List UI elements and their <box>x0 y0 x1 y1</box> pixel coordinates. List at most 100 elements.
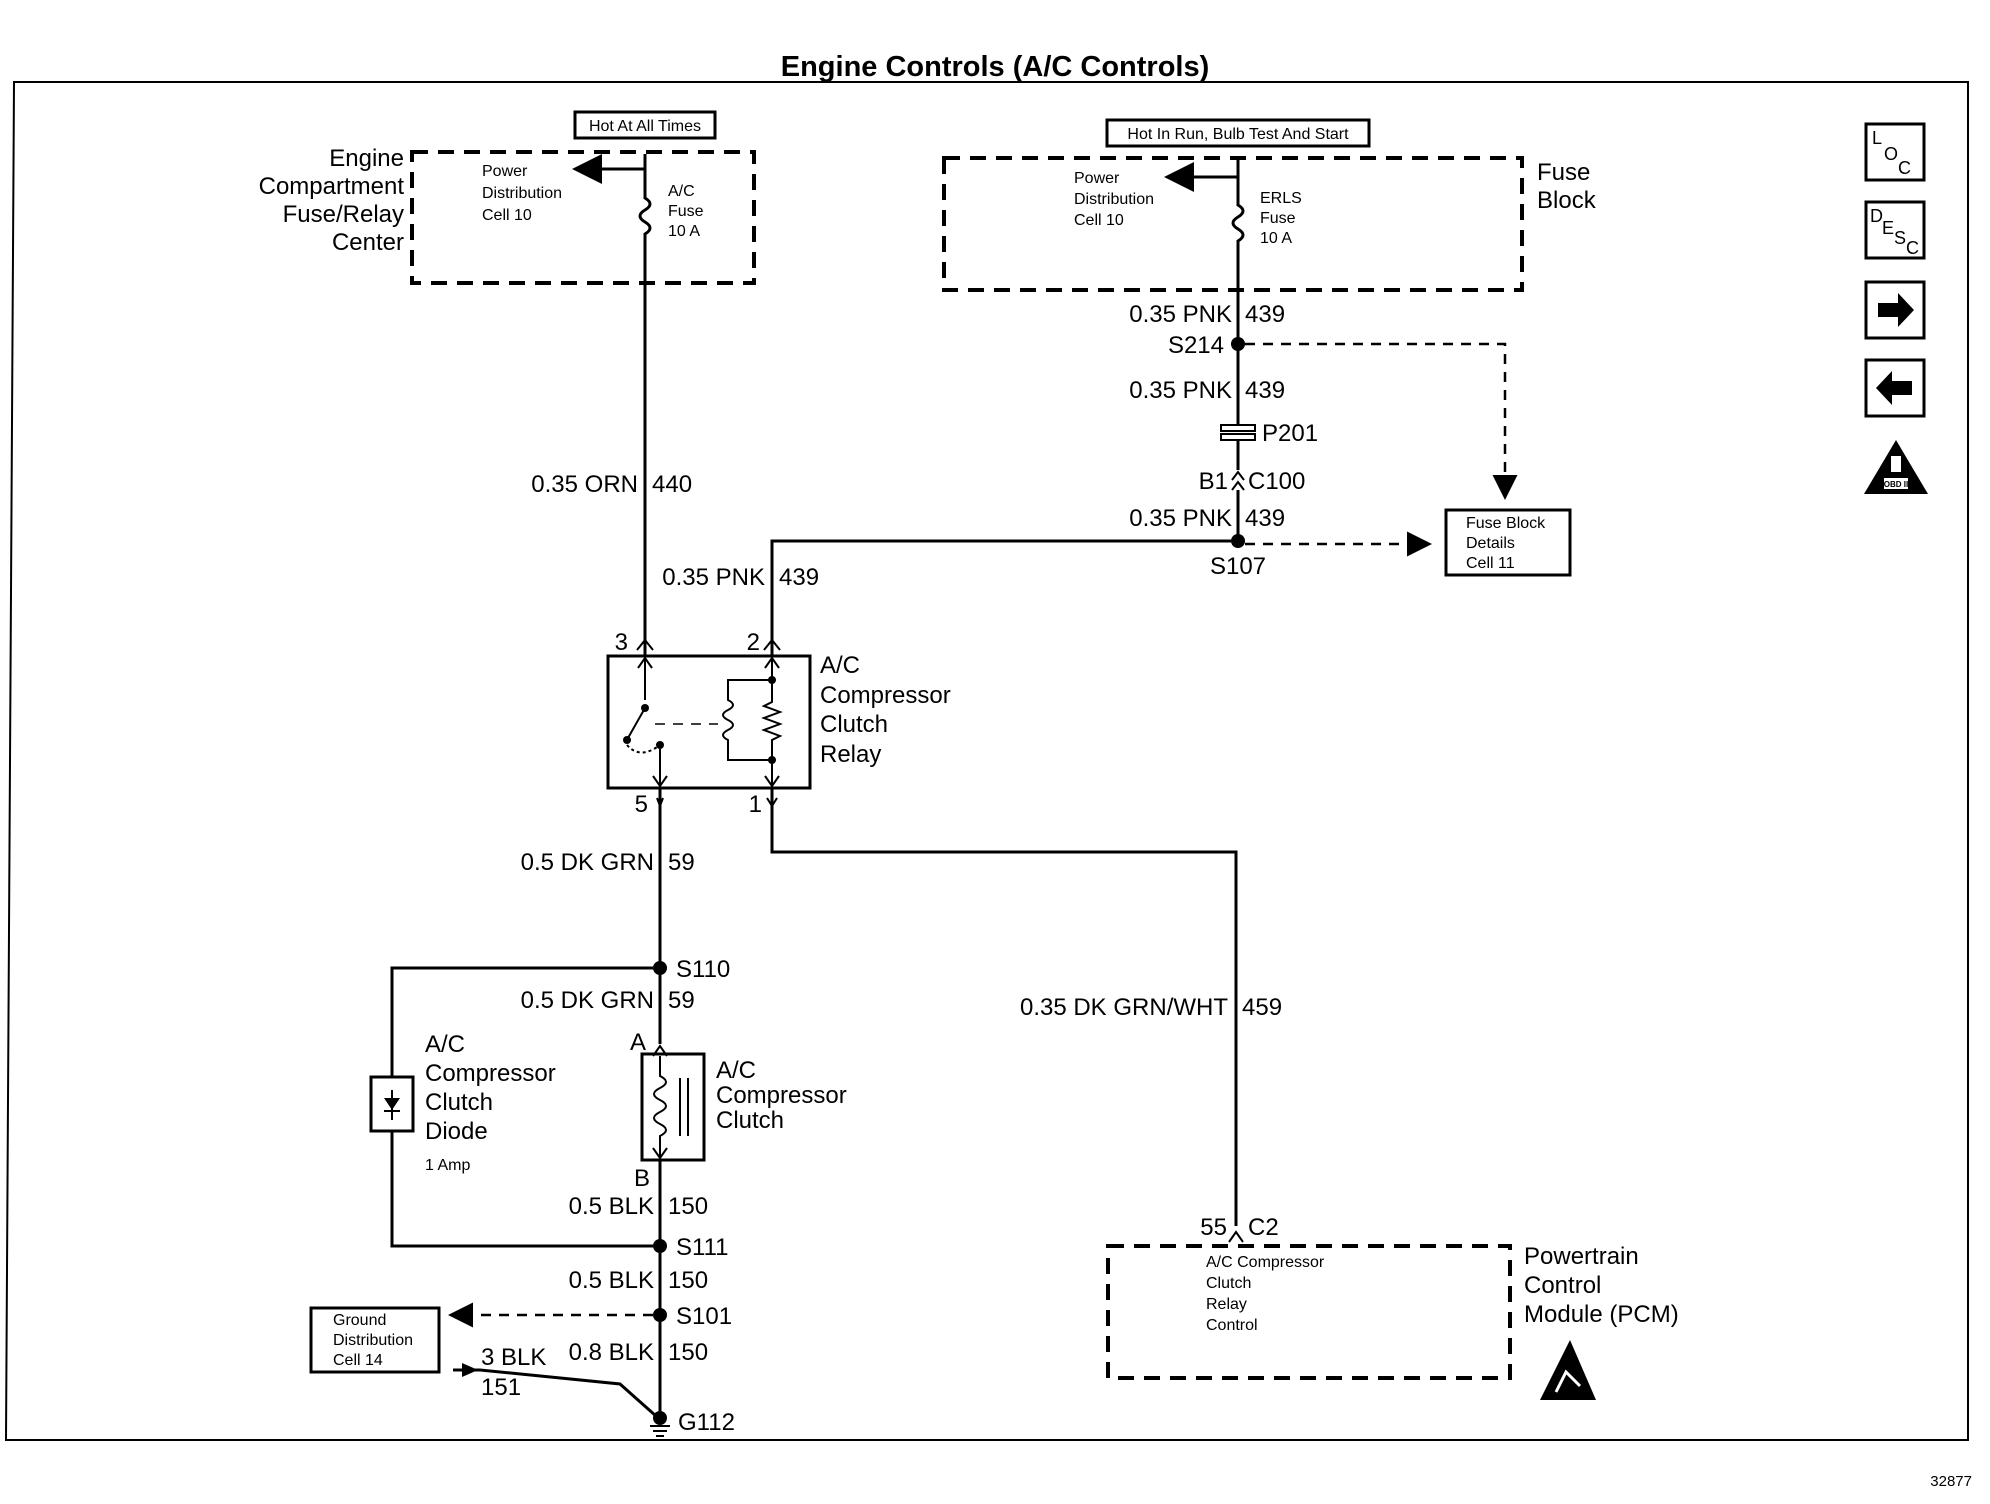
svg-text:59: 59 <box>668 987 695 1014</box>
svg-text:Hot In Run, Bulb Test And Star: Hot In Run, Bulb Test And Start <box>1127 126 1349 143</box>
svg-text:0.5 DK GRN: 0.5 DK GRN <box>521 987 654 1014</box>
svg-text:P201: P201 <box>1262 420 1318 447</box>
esd-warning-icon <box>1540 1340 1596 1400</box>
diagram-frame <box>4 81 1969 1441</box>
svg-text:Center: Center <box>332 229 404 256</box>
svg-text:439: 439 <box>1245 301 1285 328</box>
svg-text:Cell 14: Cell 14 <box>333 1352 383 1369</box>
svg-text:5: 5 <box>635 791 648 818</box>
svg-text:0.35 DK GRN/WHT: 0.35 DK GRN/WHT <box>1020 994 1228 1021</box>
svg-text:Fuse: Fuse <box>1260 210 1296 227</box>
diode-name: A/C <box>425 1031 465 1058</box>
svg-text:C: C <box>1898 158 1911 178</box>
svg-text:A/C Compressor: A/C Compressor <box>1206 1254 1325 1271</box>
svg-text:439: 439 <box>1245 377 1285 404</box>
relay-resistor <box>761 680 783 760</box>
svg-text:L: L <box>1872 128 1882 148</box>
svg-text:S110: S110 <box>676 956 730 983</box>
svg-text:1: 1 <box>749 791 762 818</box>
clutch-coil <box>653 1056 667 1158</box>
engine-fuse-center-name: Engine <box>329 145 404 172</box>
svg-text:Diode: Diode <box>425 1118 488 1145</box>
svg-text:151: 151 <box>481 1374 521 1401</box>
svg-text:C: C <box>1906 238 1919 258</box>
svg-text:150: 150 <box>668 1339 708 1366</box>
svg-text:S101: S101 <box>676 1303 732 1330</box>
svg-text:Relay: Relay <box>1206 1296 1247 1313</box>
pcm-name: Powertrain <box>1524 1243 1639 1270</box>
svg-text:O: O <box>1884 144 1898 164</box>
svg-text:Cell 10: Cell 10 <box>482 207 532 224</box>
svg-text:150: 150 <box>668 1193 708 1220</box>
splice-s110 <box>653 961 667 975</box>
svg-text:Cell 10: Cell 10 <box>1074 212 1124 229</box>
svg-text:459: 459 <box>1242 994 1282 1021</box>
engine-fuse-center-box <box>410 150 756 285</box>
svg-text:A: A <box>630 1029 646 1056</box>
svg-text:439: 439 <box>1245 505 1285 532</box>
svg-text:S214: S214 <box>1168 332 1224 359</box>
hot-at-all-times-label: Hot At All Times <box>573 110 717 140</box>
svg-text:10 A: 10 A <box>1260 230 1292 247</box>
svg-text:Clutch: Clutch <box>716 1107 784 1134</box>
svg-text:S111: S111 <box>676 1234 729 1261</box>
svg-text:Hot At All Times: Hot At All Times <box>589 118 701 135</box>
fuse-block-box <box>942 156 1524 292</box>
connector-c100 <box>1231 470 1245 491</box>
svg-text:59: 59 <box>668 849 695 876</box>
svg-text:1 Amp: 1 Amp <box>425 1157 470 1174</box>
svg-text:0.8 BLK: 0.8 BLK <box>569 1339 654 1366</box>
description-icon[interactable]: D E S C <box>1864 200 1926 260</box>
location-icon[interactable]: L O C <box>1864 122 1926 182</box>
svg-text:0.35 PNK: 0.35 PNK <box>662 564 765 591</box>
svg-text:Power: Power <box>482 163 528 180</box>
svg-text:Distribution: Distribution <box>1074 191 1154 208</box>
ac-compressor-clutch <box>640 1052 706 1162</box>
svg-text:Clutch: Clutch <box>820 711 888 738</box>
pcm-box <box>1106 1244 1512 1380</box>
wire-pnk-439-to-relay <box>770 539 1231 640</box>
svg-text:D: D <box>1870 206 1883 226</box>
svg-text:10 A: 10 A <box>668 223 700 240</box>
svg-text:Module (PCM): Module (PCM) <box>1524 1301 1679 1328</box>
connector-p201 <box>1220 424 1256 441</box>
svg-text:2: 2 <box>747 629 760 656</box>
svg-text:150: 150 <box>668 1267 708 1294</box>
svg-text:Clutch: Clutch <box>1206 1275 1251 1292</box>
wire-dk-grn-wht-459 <box>770 806 1238 1226</box>
diode-branch <box>390 966 653 1248</box>
svg-text:55: 55 <box>1200 1214 1227 1241</box>
relay-name: A/C <box>820 652 860 679</box>
connector-c2 <box>1228 1230 1244 1243</box>
svg-text:Compartment: Compartment <box>259 173 405 200</box>
svg-text:Fuse Block: Fuse Block <box>1466 515 1546 532</box>
arrow-left-icon[interactable] <box>1864 358 1926 418</box>
s214-to-fuse-block-details <box>1245 342 1518 500</box>
svg-text:0.35 ORN: 0.35 ORN <box>531 471 638 498</box>
svg-text:Fuse: Fuse <box>668 203 704 220</box>
ac-compressor-clutch-relay <box>606 654 812 790</box>
fuse-block-details-ref[interactable]: Fuse Block Details Cell 11 <box>1444 508 1572 577</box>
svg-text:Ground: Ground <box>333 1312 386 1329</box>
relay-coil <box>722 656 773 788</box>
ground-distribution-ref[interactable]: Ground Distribution Cell 14 <box>309 1306 441 1374</box>
obd-warning-icon[interactable]: OBD II <box>1864 440 1928 494</box>
svg-text:B: B <box>634 1165 650 1192</box>
splice-s111 <box>653 1239 667 1253</box>
arrow-right-icon[interactable] <box>1864 280 1926 340</box>
relay-switch <box>627 707 646 739</box>
splice-s214 <box>1231 337 1245 351</box>
svg-text:OBD II: OBD II <box>1884 480 1908 489</box>
svg-text:0.35 PNK: 0.35 PNK <box>1129 377 1232 404</box>
svg-text:Control: Control <box>1206 1317 1258 1334</box>
ac-fuse-label: A/C <box>668 183 695 200</box>
svg-text:3 BLK: 3 BLK <box>481 1344 546 1371</box>
svg-text:0.5 BLK: 0.5 BLK <box>569 1267 654 1294</box>
svg-text:Compressor: Compressor <box>820 682 951 709</box>
svg-text:Cell 11: Cell 11 <box>1466 555 1515 572</box>
svg-text:0.35 PNK: 0.35 PNK <box>1129 505 1232 532</box>
fuse-block-name: Fuse <box>1537 159 1590 186</box>
svg-text:Compressor: Compressor <box>425 1060 556 1087</box>
svg-text:Distribution: Distribution <box>333 1332 413 1349</box>
